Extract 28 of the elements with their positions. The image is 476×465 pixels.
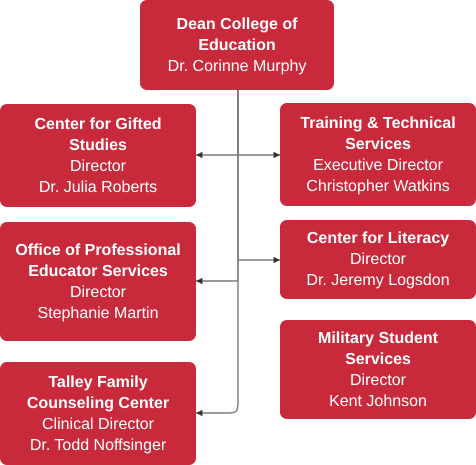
org-box <box>0 362 196 465</box>
person-name: Dr. Todd Noffsinger <box>30 436 166 456</box>
unit-name: Talley Family Counseling Center <box>26 372 170 414</box>
job-title: Director <box>350 370 406 390</box>
person-name: Christopher Watkins <box>306 176 450 196</box>
unit-name: Center for Literacy <box>306 229 450 249</box>
org-box <box>280 103 476 206</box>
job-title: Director <box>70 282 126 302</box>
person-name: Kent Johnson <box>329 392 427 412</box>
job-title: Director <box>70 156 126 176</box>
org-box <box>140 0 334 90</box>
connector-arrow <box>196 90 239 416</box>
org-box <box>280 320 476 419</box>
unit-name: Military Student Services <box>316 328 439 370</box>
job-title: Director <box>350 250 406 270</box>
person-name: Dr. Julia Roberts <box>38 178 158 198</box>
org-box <box>0 104 196 207</box>
person-name: Dr. Jeremy Logsdon <box>306 271 450 291</box>
job-title: Clinical Director <box>42 414 154 434</box>
unit-name: Center for Gifted Studies <box>33 114 163 156</box>
org-box <box>0 222 196 341</box>
org-box <box>280 220 476 299</box>
job-title: Executive Director <box>313 156 443 176</box>
person-name: Dr. Corinne Murphy <box>168 56 306 76</box>
unit-name: Dean College of Education <box>176 14 298 56</box>
unit-name: Office of Professional Educator Services <box>14 240 182 282</box>
person-name: Stephanie Martin <box>38 304 158 324</box>
unit-name: Training & Technical Services <box>299 114 457 154</box>
